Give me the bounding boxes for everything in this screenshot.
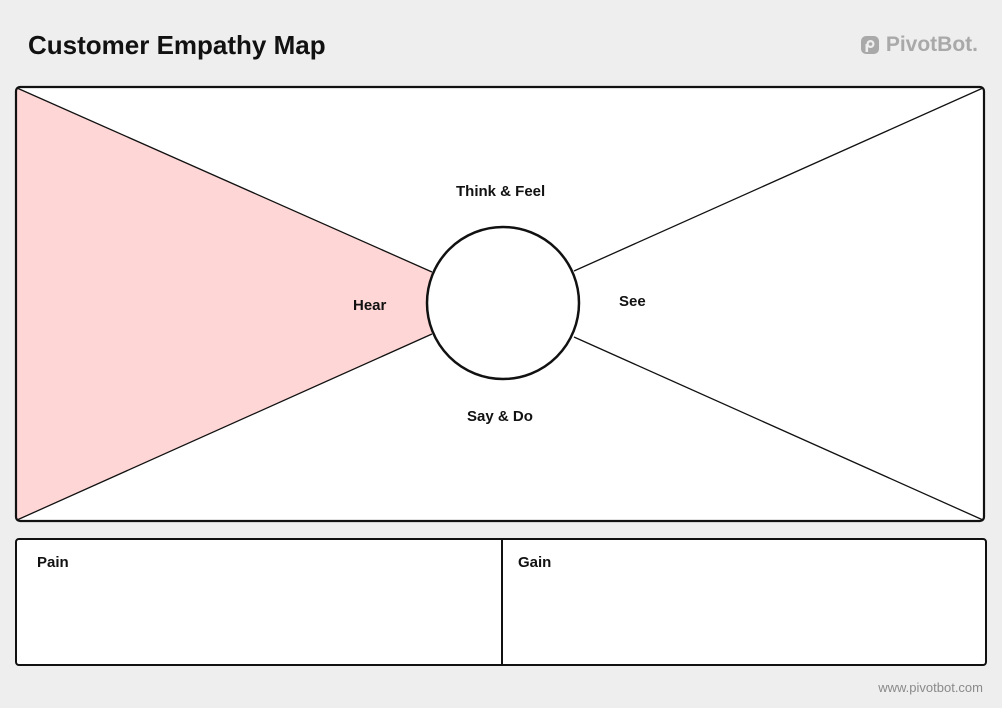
- center-circle: [425, 225, 581, 381]
- pivotbot-logo-icon: [860, 35, 880, 55]
- pain-gain-panel: Pain Gain: [15, 538, 987, 666]
- diagonal-bottom-left: [16, 333, 433, 521]
- brand-name: PivotBot.: [885, 33, 978, 56]
- hear-quadrant-fill: [17, 88, 432, 520]
- empathy-map-diagram: [14, 85, 986, 523]
- diagonal-bottom-right: [573, 336, 984, 521]
- footer-url: www.pivotbot.com: [878, 680, 983, 695]
- map-frame: [14, 85, 986, 523]
- pain-gain-divider: [501, 540, 503, 664]
- see-label: See: [619, 293, 646, 310]
- hear-label: Hear: [353, 297, 387, 314]
- brand-logo: PivotBot.: [860, 32, 978, 58]
- diagonal-top-right: [573, 87, 984, 272]
- diagonal-top-left: [16, 87, 433, 273]
- gain-label: Gain: [518, 554, 552, 571]
- say-do-label: Say & Do: [467, 408, 533, 425]
- pain-label: Pain: [37, 554, 69, 571]
- page-title: Customer Empathy Map: [28, 30, 326, 60]
- think-feel-label: Think & Feel: [456, 183, 546, 200]
